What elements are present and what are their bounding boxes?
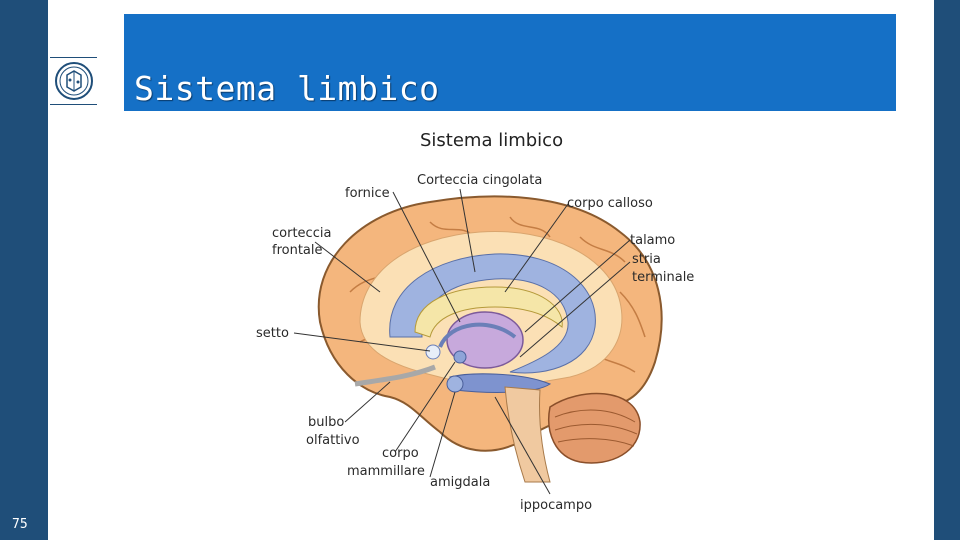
slide-number: 75 <box>12 517 28 532</box>
label-ippocampo: ippocampo <box>520 498 592 513</box>
label-bulbo-2: olfattivo <box>306 433 360 448</box>
limbic-system-diagram: Sistema limbico <box>256 130 694 513</box>
amygdala <box>446 375 464 393</box>
label-bulbo-1: bulbo <box>308 415 344 430</box>
label-fornice: fornice <box>345 186 390 201</box>
septum <box>425 344 441 360</box>
label-talamo: talamo <box>630 233 675 248</box>
label-corpo-mammillare-2: mammillare <box>347 464 425 479</box>
brainstem <box>504 386 551 483</box>
diagram-title: Sistema limbico <box>420 130 563 151</box>
right-sidebar-band <box>934 0 960 540</box>
label-corteccia-cingolata: Corteccia cingolata <box>417 173 542 188</box>
hippocampus <box>449 373 552 393</box>
label-corpo-calloso: corpo calloso <box>567 196 653 211</box>
label-amigdala: amigdala <box>430 475 490 490</box>
limbic-lobe <box>389 253 596 374</box>
cerebellum-folia <box>554 409 638 447</box>
label-corpo-mammillare-1: corpo <box>382 446 419 461</box>
title-band: Sistema limbico <box>124 14 896 111</box>
label-corteccia-frontale-1: corteccia <box>272 226 331 241</box>
left-sidebar-band <box>0 0 48 540</box>
leader-lines <box>293 188 631 495</box>
label-stria-1: stria <box>632 252 661 267</box>
logo <box>50 57 97 105</box>
label-setto: setto <box>256 326 289 341</box>
mammillary-body <box>453 350 467 364</box>
cerebellum <box>548 392 641 464</box>
left-divider <box>48 0 50 540</box>
olfactory-bulb <box>354 364 436 387</box>
slide-title: Sistema limbico <box>134 69 440 108</box>
fornix <box>438 322 517 348</box>
label-stria-2: terminale <box>632 270 694 285</box>
university-seal-icon <box>54 62 93 100</box>
label-corteccia-frontale-2: frontale <box>272 243 323 258</box>
corpus-callosum <box>414 286 563 338</box>
